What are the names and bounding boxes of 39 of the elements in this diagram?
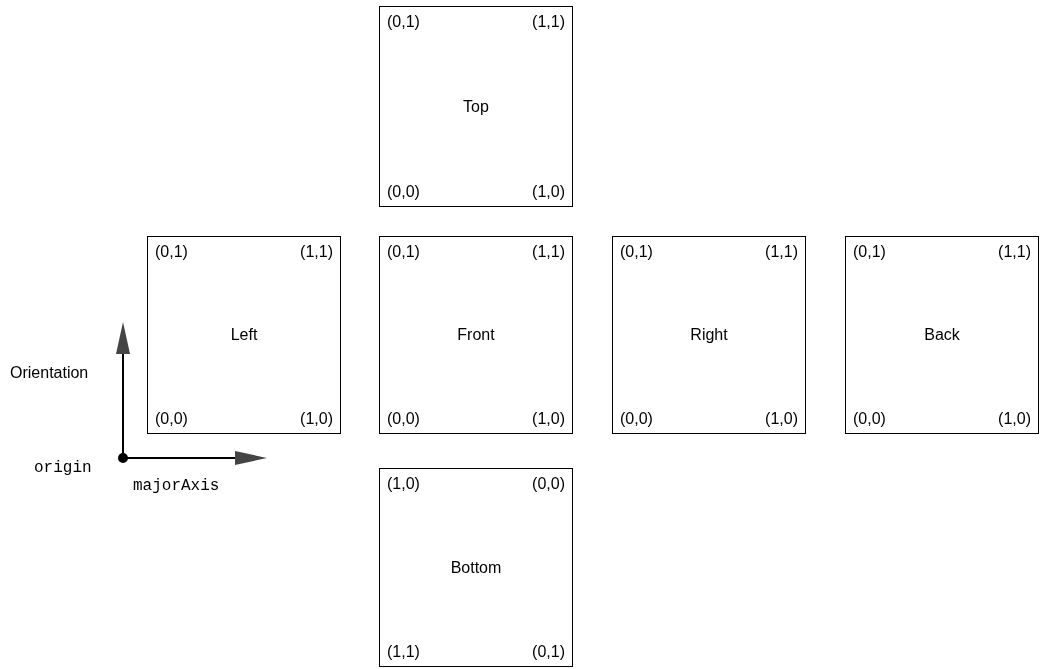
cube-face-box	[379, 468, 573, 667]
axis-label: majorAxis	[133, 478, 220, 494]
corner-coordinate: (0,0)	[387, 411, 420, 427]
cube-face-box	[147, 236, 341, 434]
corner-coordinate: (0,0)	[620, 411, 653, 427]
corner-coordinate: (1,0)	[765, 411, 798, 427]
corner-coordinate: (1,1)	[532, 244, 565, 260]
cube-face-box	[379, 236, 573, 434]
corner-coordinate: (1,1)	[998, 244, 1031, 260]
corner-coordinate: (1,0)	[998, 411, 1031, 427]
cube-face-box	[612, 236, 806, 434]
cube-face-box	[845, 236, 1039, 434]
corner-coordinate: (0,1)	[532, 644, 565, 660]
corner-coordinate: (1,1)	[532, 14, 565, 30]
corner-coordinate: (1,1)	[387, 644, 420, 660]
cube-face-box	[379, 6, 573, 207]
axis-label: Orientation	[10, 365, 89, 381]
face-name: Bottom	[450, 559, 502, 576]
face-name: Back	[924, 327, 960, 343]
corner-coordinate: (0,0)	[853, 411, 886, 427]
corner-coordinate: (0,1)	[387, 14, 420, 30]
face-name: Top	[463, 98, 489, 115]
origin-label: origin	[34, 460, 92, 476]
corner-coordinate: (1,0)	[532, 184, 565, 200]
face-name: Front	[457, 327, 495, 343]
corner-coordinate: (0,1)	[620, 244, 653, 260]
corner-coordinate: (1,1)	[300, 244, 333, 260]
corner-coordinate: (1,0)	[532, 411, 565, 427]
corner-coordinate: (0,0)	[387, 184, 420, 200]
corner-coordinate: (1,1)	[765, 244, 798, 260]
corner-coordinate: (1,0)	[300, 411, 333, 427]
corner-coordinate: (0,0)	[155, 411, 188, 427]
face-name: Left	[230, 327, 258, 343]
corner-coordinate: (0,1)	[387, 244, 420, 260]
corner-coordinate: (0,1)	[853, 244, 886, 260]
corner-coordinate: (0,1)	[155, 244, 188, 260]
corner-coordinate: (1,0)	[387, 476, 420, 492]
face-name: Right	[690, 327, 728, 343]
corner-coordinate: (0,0)	[532, 476, 565, 492]
